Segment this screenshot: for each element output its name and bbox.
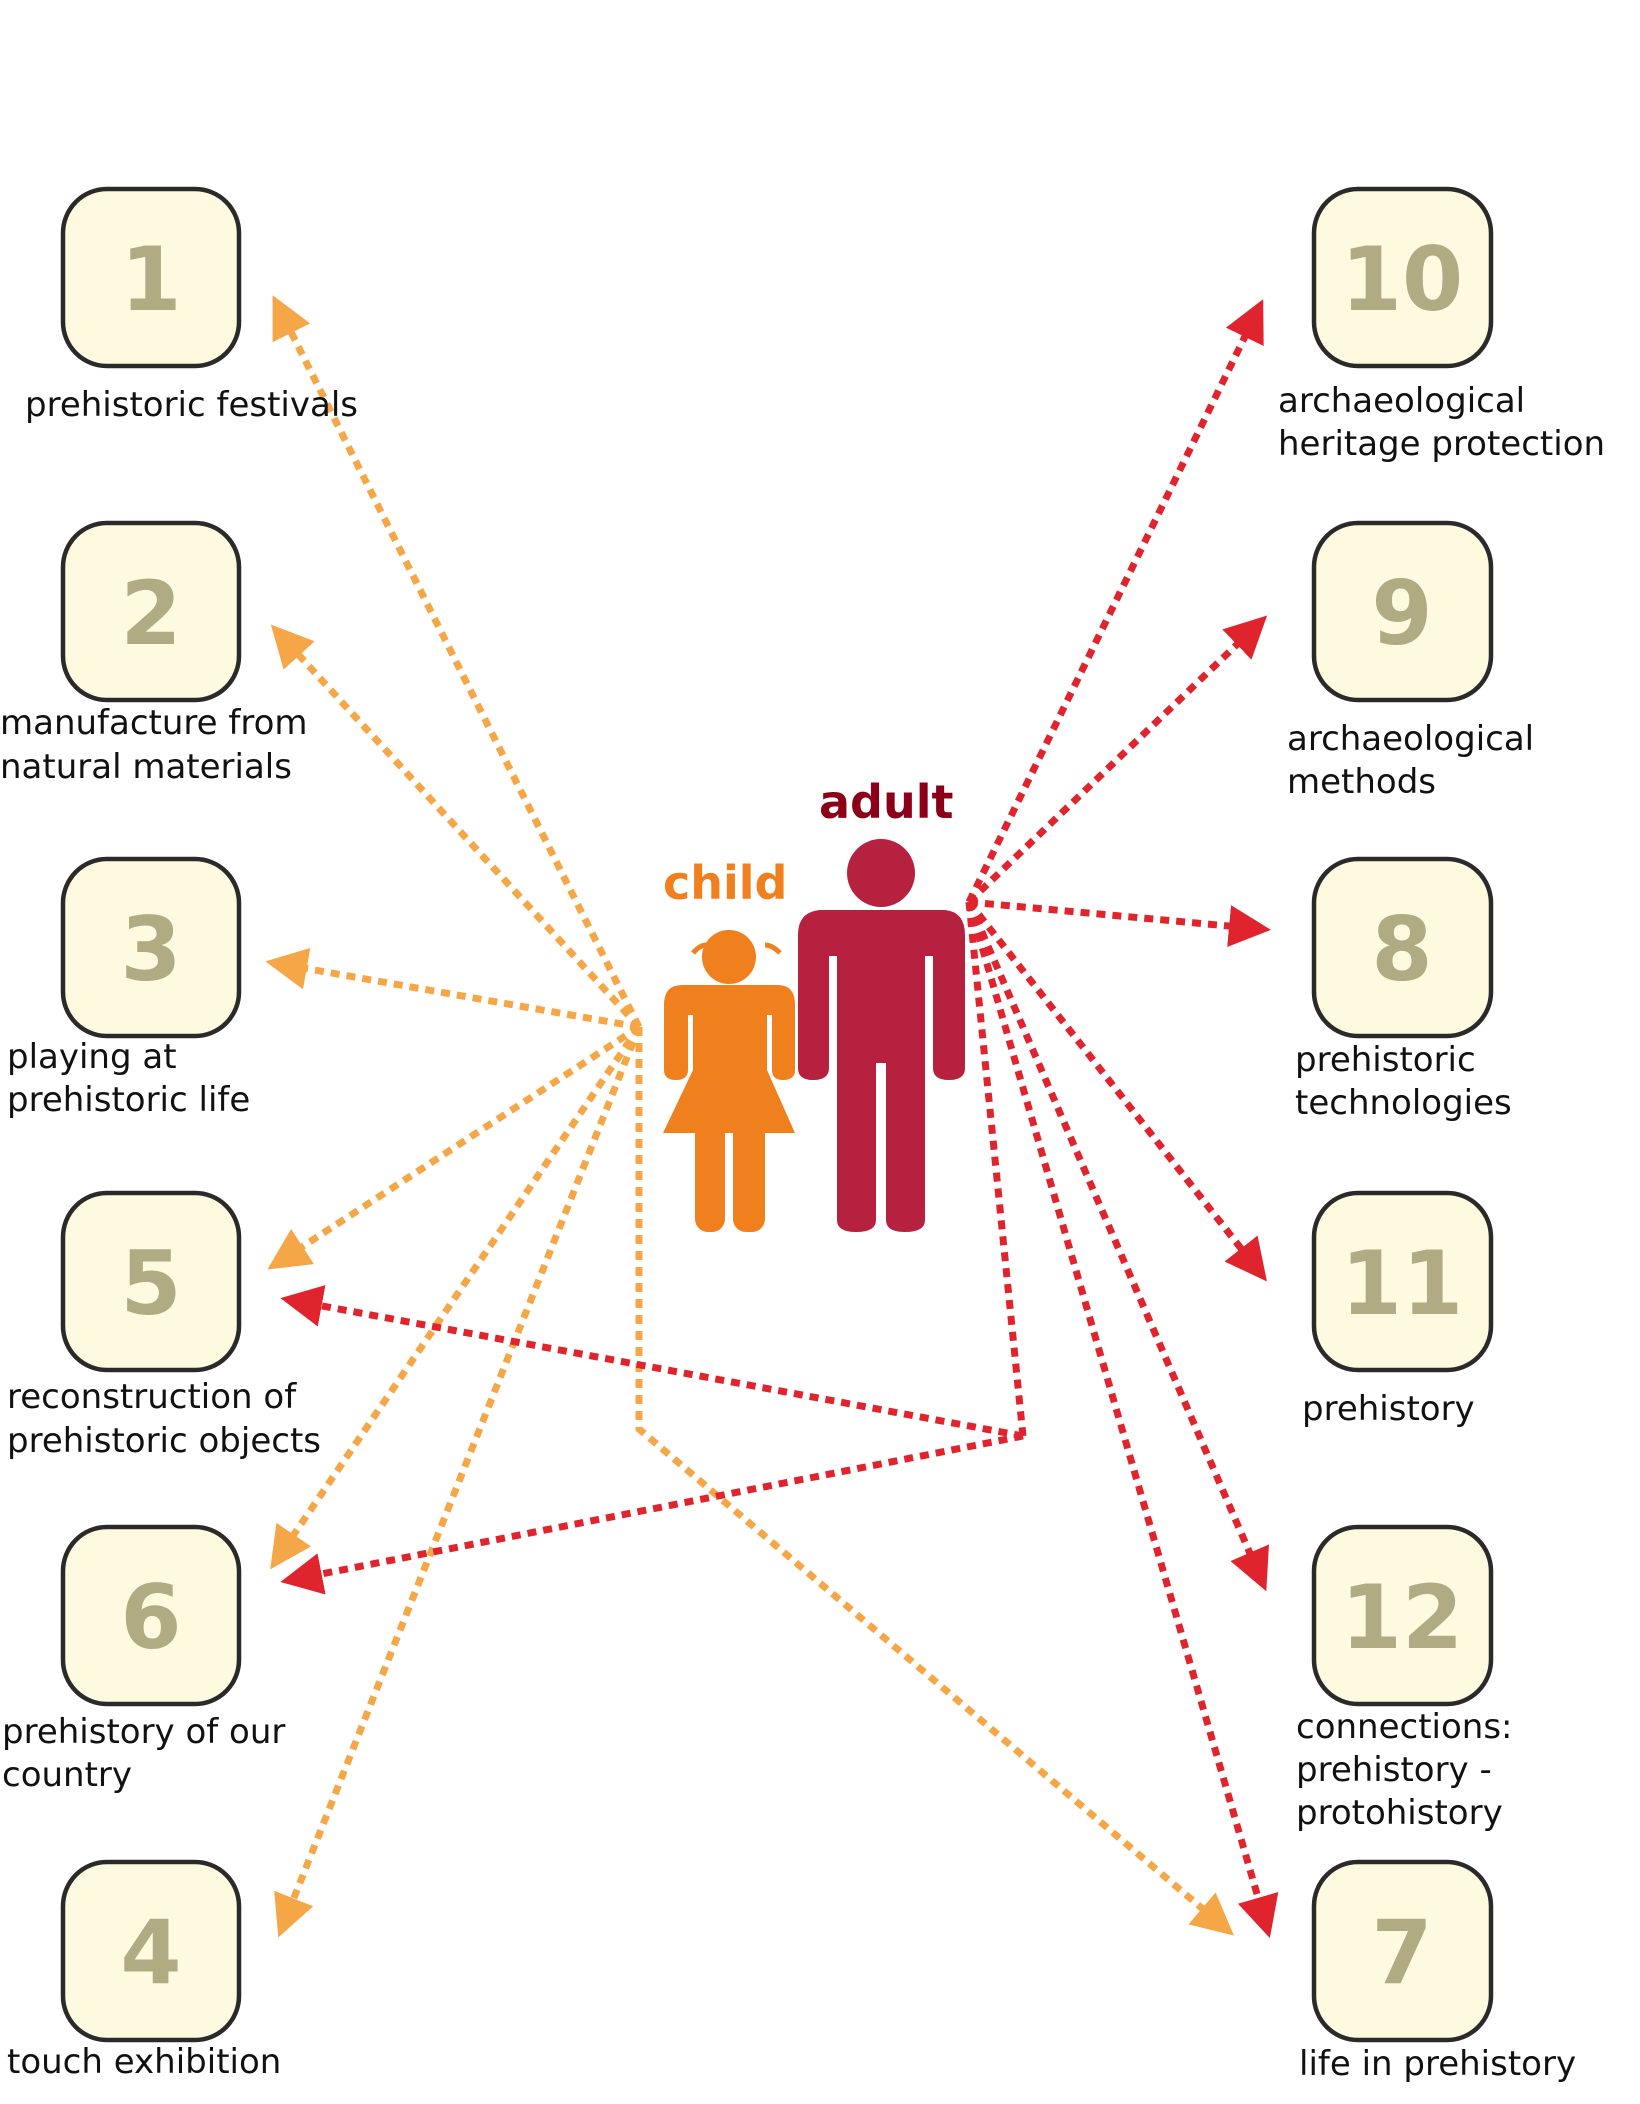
- topic-label: prehistoric: [1295, 1040, 1476, 1080]
- topic-label: country: [2, 1755, 132, 1795]
- link-adult-hub: [965, 901, 1027, 1437]
- adult-links: [280, 299, 1279, 1939]
- child-figure: [663, 930, 795, 1232]
- topic-11[interactable]: 11 prehistory: [1302, 1190, 1494, 1429]
- topic-6[interactable]: 6 prehistory of our country: [2, 1524, 285, 1795]
- topic-number: 1: [120, 228, 181, 331]
- link-adult-11: [966, 899, 1267, 1282]
- topic-number: 9: [1371, 562, 1432, 665]
- topic-1[interactable]: 1 prehistoric festivals: [25, 186, 358, 425]
- child-label: child: [663, 856, 787, 910]
- topic-label: prehistory: [1302, 1389, 1475, 1429]
- link-adult-9: [966, 615, 1268, 905]
- topic-8[interactable]: 8 prehistoric technologies: [1295, 856, 1512, 1123]
- link-adult-10: [965, 299, 1264, 904]
- topic-3[interactable]: 3 playing at prehistoric life: [7, 856, 250, 1120]
- topic-number: 2: [120, 562, 181, 665]
- topic-label: touch exhibition: [7, 2042, 281, 2082]
- topic-9[interactable]: 9 archaeological methods: [1287, 520, 1534, 802]
- link-adult-8: [968, 898, 1271, 947]
- topic-label: archaeological: [1278, 381, 1525, 421]
- topic-number: 12: [1341, 1566, 1463, 1669]
- topic-4[interactable]: 4 touch exhibition: [7, 1859, 281, 2082]
- topic-label: protohistory: [1296, 1793, 1503, 1833]
- topic-7[interactable]: 7 life in prehistory: [1299, 1859, 1576, 2084]
- topic-12[interactable]: 12 connections: prehistory - protohistor…: [1296, 1524, 1513, 1833]
- topic-number: 6: [120, 1566, 181, 1669]
- topic-label: prehistoric festivals: [25, 385, 358, 425]
- topic-number: 7: [1371, 1901, 1432, 2004]
- topic-label: playing at: [7, 1037, 177, 1077]
- topic-label: methods: [1287, 762, 1436, 802]
- topic-number: 4: [120, 1901, 181, 2004]
- topic-number: 10: [1341, 228, 1463, 331]
- adult-figure: [798, 839, 965, 1232]
- link-adult-6: [280, 1432, 1024, 1595]
- link-adult-7: [965, 901, 1279, 1939]
- link-child-1: [272, 295, 643, 1029]
- link-child-4: [274, 1025, 643, 1938]
- topic-number: 5: [120, 1232, 181, 1335]
- link-child-5: [267, 1024, 641, 1270]
- topic-10[interactable]: 10 archaeological heritage protection: [1278, 186, 1605, 464]
- link-child-3: [265, 947, 640, 1031]
- topic-label: technologies: [1295, 1083, 1512, 1123]
- link-child-6: [270, 1025, 642, 1570]
- topic-label: prehistory of our: [2, 1712, 285, 1752]
- topic-number: 3: [120, 898, 181, 1001]
- topic-label: prehistoric life: [7, 1080, 250, 1120]
- topic-label: prehistoric objects: [7, 1421, 321, 1461]
- topic-label: life in prehistory: [1299, 2044, 1576, 2084]
- topic-5[interactable]: 5 reconstruction of prehistoric objects: [7, 1190, 321, 1461]
- topic-label: manufacture from: [0, 703, 308, 743]
- topic-label: heritage protection: [1278, 424, 1605, 464]
- link-adult-12: [965, 900, 1269, 1592]
- child-links: [265, 295, 1234, 1938]
- topic-number: 11: [1341, 1232, 1463, 1335]
- topic-2[interactable]: 2 manufacture from natural materials: [0, 520, 308, 787]
- topic-label: prehistory -: [1296, 1750, 1492, 1790]
- topic-label: archaeological: [1287, 719, 1534, 759]
- link-adult-5: [280, 1285, 1024, 1440]
- topic-number: 8: [1371, 898, 1432, 1001]
- topic-label: reconstruction of: [7, 1377, 297, 1417]
- link-child-2: [270, 624, 642, 1030]
- topic-label: natural materials: [0, 747, 292, 787]
- adult-label: adult: [819, 775, 953, 829]
- topic-label: connections:: [1296, 1707, 1513, 1747]
- link-child-7: [635, 1027, 1234, 1936]
